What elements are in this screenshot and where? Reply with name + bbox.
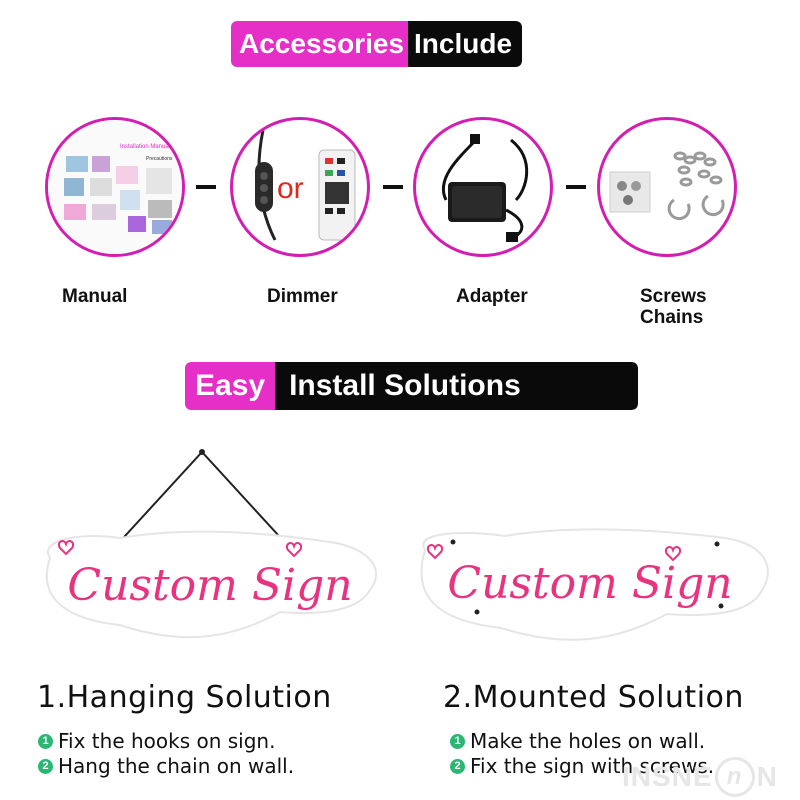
dimmer-illustration	[255, 129, 356, 241]
hanging-sign: Custom Sign	[45, 449, 377, 639]
neon-sign-text: Custom Sign	[447, 558, 732, 609]
hanging-step-2: 2 Hang the chain on wall.	[38, 754, 294, 778]
watermark-badge-icon: n	[714, 757, 755, 797]
dimmer-label: Dimmer	[267, 286, 338, 307]
banner-accent-text: Easy	[185, 362, 276, 410]
mounted-step-2: 2 Fix the sign with screws.	[450, 754, 714, 778]
screws-illustration	[609, 151, 725, 221]
watermark-text-right: N	[756, 761, 778, 792]
banner-title-text: Install Solutions	[275, 362, 638, 410]
screw-hole-icon	[450, 539, 456, 545]
acrylic-backboard	[420, 528, 769, 641]
install-banner: Easy Install Solutions	[185, 362, 638, 410]
heart-icon	[57, 540, 75, 556]
step-number-icon: 2	[450, 758, 465, 774]
heart-icon	[664, 546, 682, 562]
chains-label: Chains	[640, 307, 704, 328]
screws-label: Screws	[640, 286, 707, 307]
mounted-sign: Custom Sign	[420, 528, 769, 641]
watermark-text-left: INSNE	[622, 761, 713, 792]
manual-illustration: Installation Manual Precautions	[48, 120, 182, 254]
screws-chains-image	[597, 117, 737, 257]
banner-title-text: Include	[408, 21, 523, 67]
acrylic-backboard	[45, 530, 377, 639]
adapter-label: Adapter	[456, 286, 528, 307]
step-text: Make the holes on wall.	[470, 729, 706, 753]
manual-label: Manual	[62, 286, 128, 307]
manual-subtitle: Precautions	[146, 156, 173, 162]
heart-icon	[285, 542, 303, 558]
screw-hole-icon	[718, 603, 724, 609]
hanging-step-1: 1 Fix the hooks on sign.	[38, 729, 275, 753]
adapter-image	[413, 117, 553, 257]
accessories-banner: Accessories Include	[231, 21, 523, 67]
dimmer-or-text: or	[277, 172, 304, 205]
manual-title: Installation Manual	[120, 144, 170, 150]
neon-sign-text: Custom Sign	[67, 560, 352, 611]
wall-hook-icon	[199, 449, 205, 455]
screw-hole-icon	[474, 609, 480, 615]
mounted-step-1: 1 Make the holes on wall.	[450, 729, 705, 753]
heart-icon	[426, 544, 444, 560]
step-number-icon: 1	[38, 733, 53, 749]
dimmer-image: or	[230, 117, 370, 257]
banner-accent-text: Accessories	[231, 21, 409, 67]
mounted-solution-title: 2.Mounted Solution	[443, 680, 744, 715]
adapter-illustration	[441, 134, 529, 242]
step-number-icon: 2	[38, 758, 53, 774]
connector-dash	[196, 185, 216, 189]
step-number-icon: 1	[450, 733, 465, 749]
connector-dash	[566, 185, 586, 189]
hanging-solution-title: 1.Hanging Solution	[37, 680, 332, 715]
step-text: Fix the sign with screws.	[470, 754, 715, 778]
brand-watermark: INSNE n N	[622, 757, 778, 797]
connector-dash	[383, 185, 403, 189]
step-text: Fix the hooks on sign.	[58, 729, 276, 753]
step-text: Hang the chain on wall.	[58, 754, 295, 778]
screw-hole-icon	[714, 541, 720, 547]
manual-image: Installation Manual Precautions	[45, 117, 185, 257]
